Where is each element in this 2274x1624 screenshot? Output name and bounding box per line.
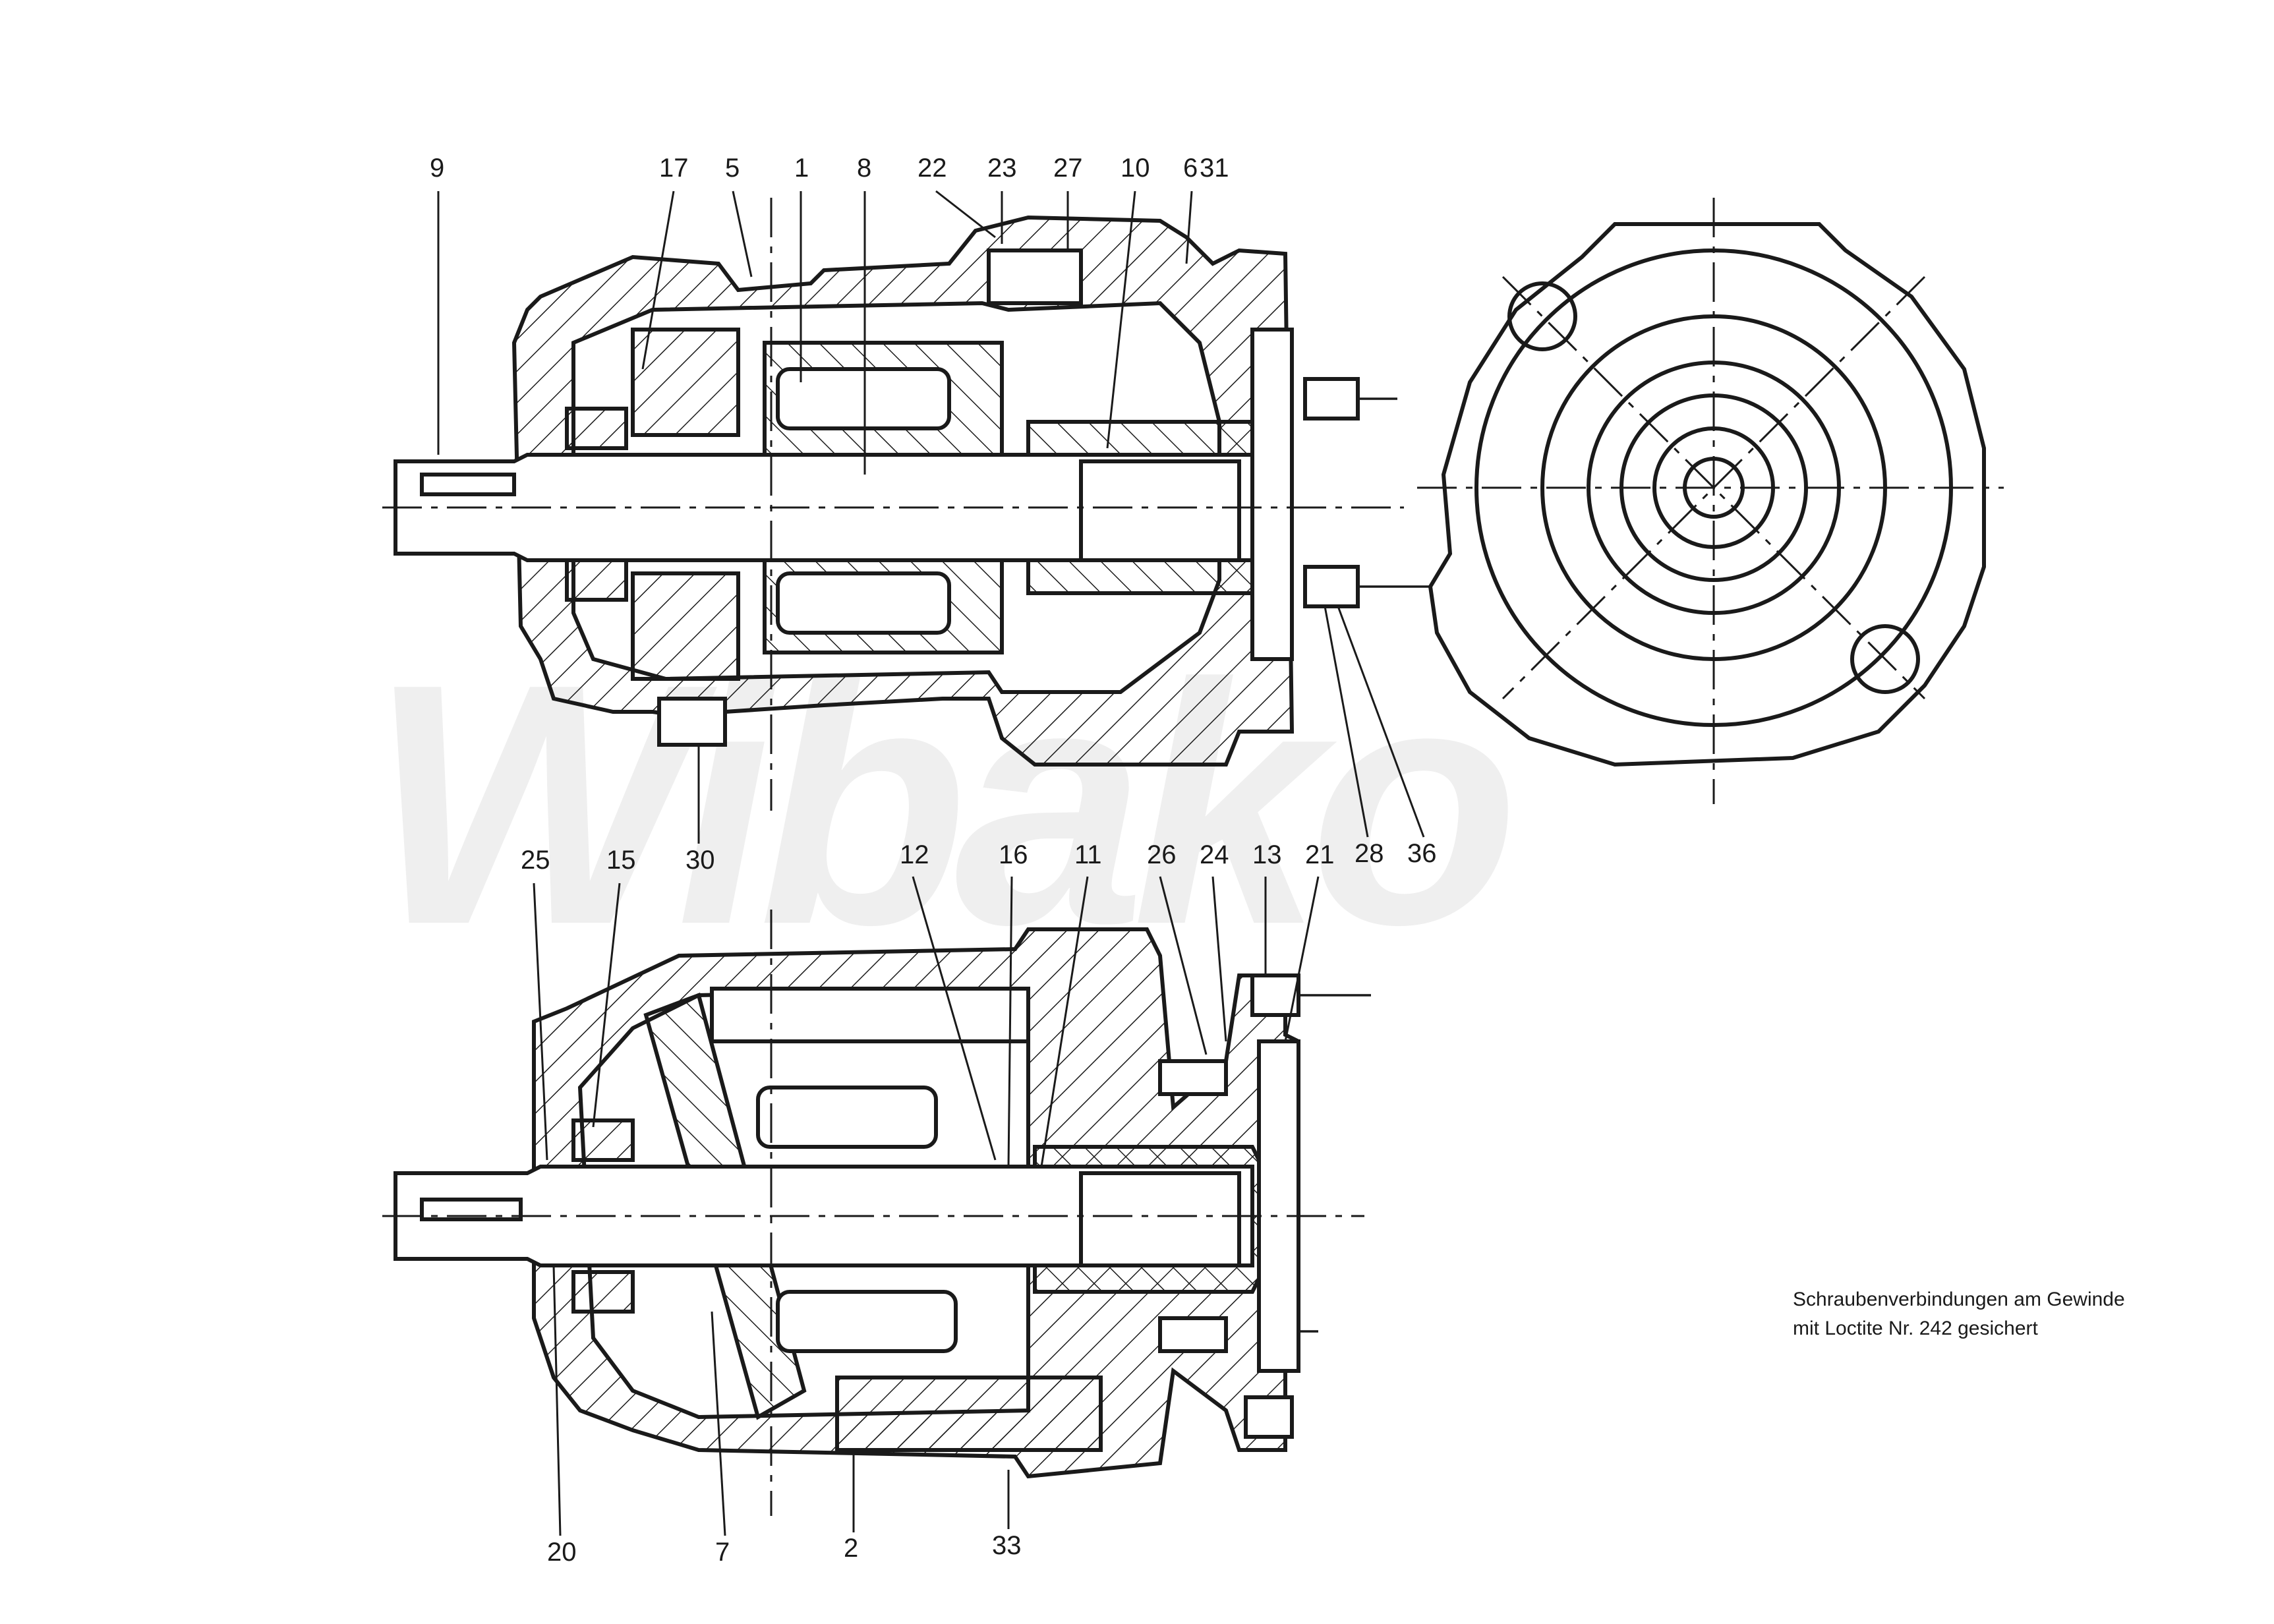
callout-36: 36 (1337, 606, 1437, 868)
svg-text:8: 8 (857, 154, 871, 183)
svg-text:23: 23 (987, 154, 1017, 183)
end-view-diag-2 (1501, 276, 1926, 700)
callout-7: 7 (711, 1311, 730, 1567)
callout-5: 5 (725, 154, 753, 277)
svg-text:5: 5 (725, 154, 740, 183)
svg-text:1: 1 (794, 154, 809, 183)
svg-text:24: 24 (1200, 840, 1229, 869)
end-view-diag-1 (1501, 276, 1926, 700)
top-piston-upper (776, 367, 951, 430)
svg-text:26: 26 (1147, 840, 1177, 869)
svg-text:28: 28 (1355, 839, 1384, 868)
svg-text:31: 31 (1200, 154, 1229, 183)
end-view-bolt-hole-lower (1850, 624, 1920, 694)
svg-text:30: 30 (685, 846, 715, 875)
end-view (1417, 198, 2004, 804)
end-view-bolt-hole-upper (1507, 281, 1577, 351)
bottom-bearing-lower (571, 1270, 635, 1314)
callout-16: 16 (999, 840, 1028, 1167)
svg-text:7: 7 (715, 1538, 730, 1567)
note-line-2: mit Loctite Nr. 242 gesichert (1793, 1318, 2038, 1339)
top-drain-plug (657, 697, 727, 747)
svg-text:13: 13 (1252, 840, 1282, 869)
callout-21: 21 (1284, 840, 1335, 1042)
svg-text:17: 17 (659, 154, 689, 183)
svg-text:33: 33 (992, 1531, 1022, 1560)
top-section-view (382, 198, 1450, 811)
svg-text:21: 21 (1305, 840, 1335, 869)
bottom-cylinder-lower (835, 1376, 1103, 1452)
top-screw-upper (1303, 377, 1397, 420)
callout-10: 10 (1106, 154, 1150, 449)
callout-33: 33 (992, 1470, 1022, 1560)
bottom-screw-upper (1250, 973, 1371, 1017)
callout-6: 6 (1183, 154, 1198, 264)
callout-1: 1 (794, 154, 809, 382)
callout-24: 24 (1200, 840, 1229, 1042)
top-shaft-key (420, 473, 516, 496)
svg-text:27: 27 (1053, 154, 1083, 183)
svg-text:2: 2 (844, 1534, 858, 1563)
callout-17: 17 (641, 154, 689, 370)
top-bearing-upper (565, 407, 628, 450)
callout-22: 22 (918, 154, 996, 239)
svg-text:16: 16 (999, 840, 1028, 869)
callout-12: 12 (900, 840, 997, 1161)
callout-11: 11 (1040, 840, 1102, 1167)
top-end-flange (1250, 328, 1294, 661)
callouts: 9 17 5 1 8 22 23 27 (430, 154, 1437, 1567)
callout-8: 8 (857, 154, 871, 475)
top-fitting (987, 248, 1083, 305)
callout-2: 2 (844, 1450, 858, 1563)
svg-text:25: 25 (521, 846, 550, 875)
svg-text:12: 12 (900, 840, 929, 869)
bottom-screw-lower (1158, 1316, 1318, 1353)
callout-9: 9 (430, 154, 444, 455)
top-swash-upper (631, 328, 740, 437)
svg-text:22: 22 (918, 154, 947, 183)
svg-text:15: 15 (606, 846, 636, 875)
callout-27: 27 (1053, 154, 1083, 250)
callout-23: 23 (987, 154, 1017, 244)
bottom-end-flange (1257, 1039, 1300, 1373)
callout-30: 30 (685, 745, 715, 875)
bottom-screw-middle (1158, 1059, 1228, 1096)
loctite-note: Schraubenverbindungen am Gewinde mit Loc… (1793, 1285, 2162, 1343)
top-bearing-lower (565, 558, 628, 602)
callout-20: 20 (547, 1265, 577, 1567)
callout-25: 25 (521, 846, 550, 1161)
top-swash-lower (631, 571, 740, 681)
bottom-piston-1 (756, 1086, 938, 1149)
svg-text:11: 11 (1074, 840, 1102, 869)
bottom-screw-foot (1244, 1395, 1294, 1439)
note-line-1: Schraubenverbindungen am Gewinde (1793, 1289, 2125, 1310)
callout-28: 28 (1324, 606, 1384, 868)
top-piston-lower (776, 571, 951, 635)
svg-text:10: 10 (1121, 154, 1150, 183)
callout-31: 31 (1200, 154, 1229, 183)
bottom-bearing-upper (571, 1118, 635, 1162)
bottom-section-view (382, 910, 1371, 1516)
svg-text:20: 20 (547, 1538, 577, 1567)
svg-text:6: 6 (1183, 154, 1198, 183)
bottom-rear-bore (1079, 1171, 1241, 1267)
top-rear-bore (1079, 459, 1241, 562)
callout-13: 13 (1252, 840, 1282, 975)
bottom-cylinder-upper (710, 987, 1030, 1043)
bottom-piston-2 (776, 1290, 958, 1353)
svg-text:9: 9 (430, 154, 444, 183)
callout-15: 15 (592, 846, 636, 1128)
svg-text:36: 36 (1407, 839, 1437, 868)
callout-26: 26 (1147, 840, 1208, 1055)
